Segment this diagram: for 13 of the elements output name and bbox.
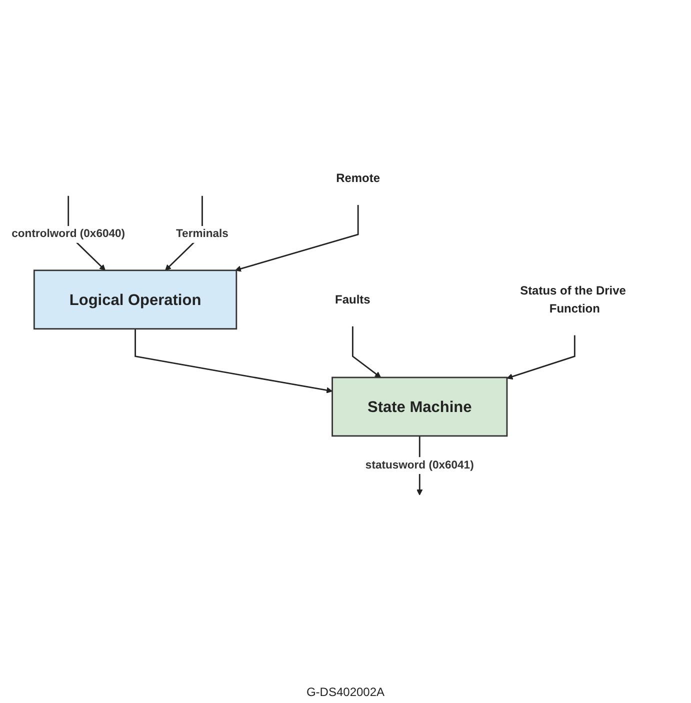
arrow [134,328,332,393]
edge-label: controlword (0x6040) [11,228,125,240]
arrow [234,204,358,272]
arrow [351,326,381,378]
edge-label: Terminals [176,228,228,240]
edge-label: statusword (0x6041) [364,458,474,471]
node-text: Status of the Drive Function [520,283,626,315]
node-box: Logical Operation [32,269,237,330]
arrow [506,334,575,380]
node-box: State Machine [331,376,508,436]
node-text: Remote [336,170,380,184]
figure-code: G-DS402002A [306,685,385,699]
node-text: Faults [334,292,370,306]
